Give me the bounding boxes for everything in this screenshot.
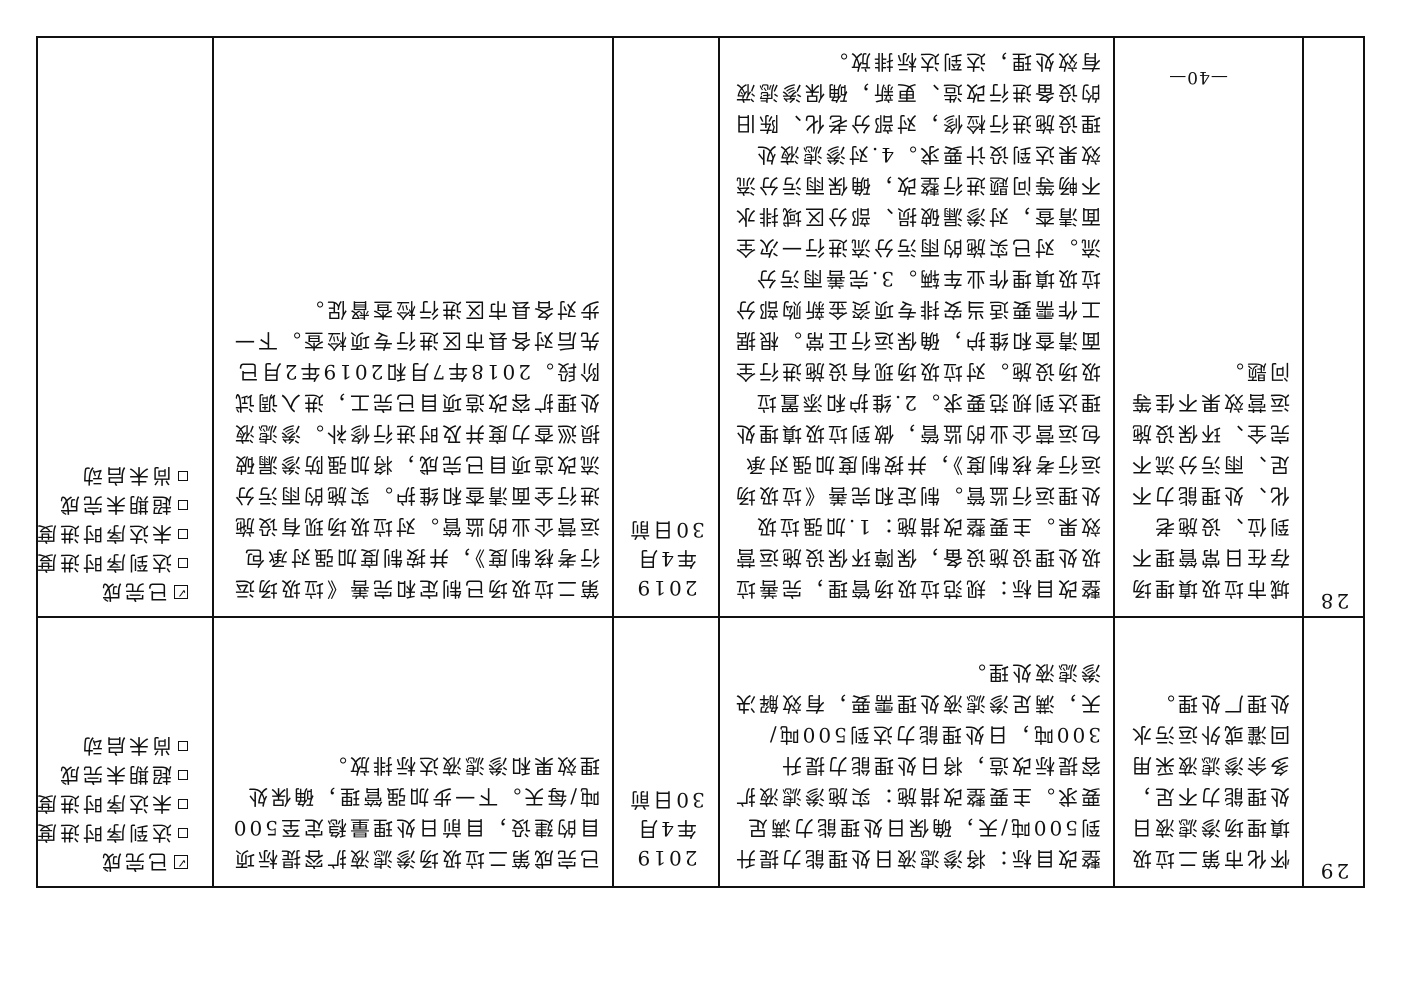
checkbox-icon <box>178 471 188 482</box>
problem-cell: 城市垃圾填埋场存在日常管理不到位、设施老化、处理能力不足、雨污分流不完全、环保设… <box>1114 37 1303 617</box>
table-row: 28 城市垃圾填埋场存在日常管理不到位、设施老化、处理能力不足、雨污分流不完全、… <box>34 37 1364 617</box>
deadline-text: 2019年4月30日前 <box>627 788 705 870</box>
status-option: 尚未启动 <box>46 461 188 490</box>
measures-text: 整改目标：将渗滤液日处理能力提升到500吨/天，确保日处理能力满足要求。主要整改… <box>733 661 1101 871</box>
checked-box-icon: ✓ <box>173 585 188 601</box>
deadline-cell: 2019年4月30日前 <box>613 617 719 887</box>
status-option: 超期未完成 <box>46 490 188 519</box>
progress-cell: 已完成第二垃圾场渗滤液扩容提标项目的建设，目前日处理量稳定至500吨/每天。下一… <box>213 617 613 887</box>
checkbox-icon <box>178 828 188 839</box>
measures-cell: 整改目标：规范垃圾场管理，完善垃圾处理设施设备，保障环保设施运营效果。主要整改措… <box>719 37 1114 617</box>
status-option: 未达序时进度 <box>34 519 188 548</box>
checkbox-icon <box>178 770 188 781</box>
progress-cell: 第二垃圾场已制定和完善《垃圾场运行考核制度》，并按制度加强对承包运营企业的监管。… <box>213 37 613 617</box>
status-cell: ✓已完成 达到序时进度 未达序时进度 超期未完成 尚未启动 <box>34 617 213 887</box>
checkbox-icon <box>178 799 188 810</box>
progress-text: 第二垃圾场已制定和完善《垃圾场运行考核制度》，并按制度加强对承包运营企业的监管。… <box>232 298 600 601</box>
row-number: 28 <box>1303 37 1364 617</box>
deadline-text: 2019年4月30日前 <box>627 518 705 600</box>
problem-text: 怀化市第二垃圾填埋场渗滤液日处理能力不足，多余渗滤液采用回灌或外运污水处理厂处理… <box>1129 692 1290 871</box>
checked-box-icon: ✓ <box>173 855 188 871</box>
problem-cell: 怀化市第二垃圾填埋场渗滤液日处理能力不足，多余渗滤液采用回灌或外运污水处理厂处理… <box>1114 617 1303 887</box>
measures-cell: 整改目标：将渗滤液日处理能力提升到500吨/天，确保日处理能力满足要求。主要整改… <box>719 617 1114 887</box>
status-option: 达到序时进度 <box>34 818 188 847</box>
checkbox-icon <box>178 741 188 752</box>
status-option: 达到序时进度 <box>34 548 188 577</box>
status-option: 尚未启动 <box>46 731 188 760</box>
status-cell: ✓已完成 达到序时进度 未达序时进度 超期未完成 尚未启动 <box>34 37 213 617</box>
measures-text: 整改目标：规范垃圾场管理，完善垃圾处理设施设备，保障环保设施运营效果。主要整改措… <box>733 50 1101 601</box>
checkbox-icon <box>178 558 188 569</box>
table-row: 29 怀化市第二垃圾填埋场渗滤液日处理能力不足，多余渗滤液采用回灌或外运污水处理… <box>34 617 1364 887</box>
progress-text: 已完成第二垃圾场渗滤液扩容提标项目的建设，目前日处理量稳定至500吨/每天。下一… <box>230 754 600 871</box>
status-option: 未达序时进度 <box>34 789 188 818</box>
status-option: ✓已完成 <box>99 850 188 874</box>
row-number: 29 <box>1303 617 1364 887</box>
rectification-table: 29 怀化市第二垃圾填埋场渗滤液日处理能力不足，多余渗滤液采用回灌或外运污水处理… <box>34 36 1365 888</box>
checkbox-icon <box>178 529 188 540</box>
checkbox-icon <box>178 500 188 511</box>
problem-text: 城市垃圾填埋场存在日常管理不到位、设施老化、处理能力不足、雨污分流不完全、环保设… <box>1129 360 1290 601</box>
status-option: 超期未完成 <box>46 760 188 789</box>
status-option: ✓已完成 <box>99 580 188 604</box>
deadline-cell: 2019年4月30日前 <box>613 37 719 617</box>
